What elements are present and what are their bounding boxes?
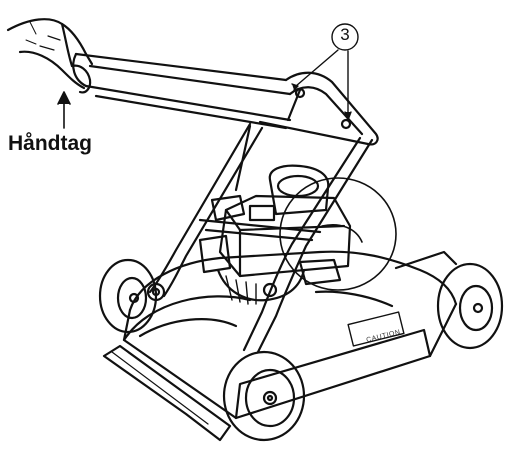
mower-deck [122, 250, 458, 420]
wheel-rear-right [436, 262, 504, 350]
wheel-front-left [222, 350, 306, 442]
callout-number: 3 [340, 25, 350, 44]
handle-label: Håndtag [8, 132, 92, 155]
engine [198, 164, 363, 305]
engine-highlight-circle [279, 177, 397, 291]
handle-grip [72, 52, 292, 130]
callout-leaders [291, 23, 359, 121]
rear-flap [102, 344, 232, 442]
operator-hand [6, 18, 92, 94]
handle-arrow [57, 91, 71, 129]
wheel-rear-left [98, 258, 158, 334]
handle-upper-frame [234, 71, 379, 192]
handle-lower-bars [146, 122, 374, 354]
